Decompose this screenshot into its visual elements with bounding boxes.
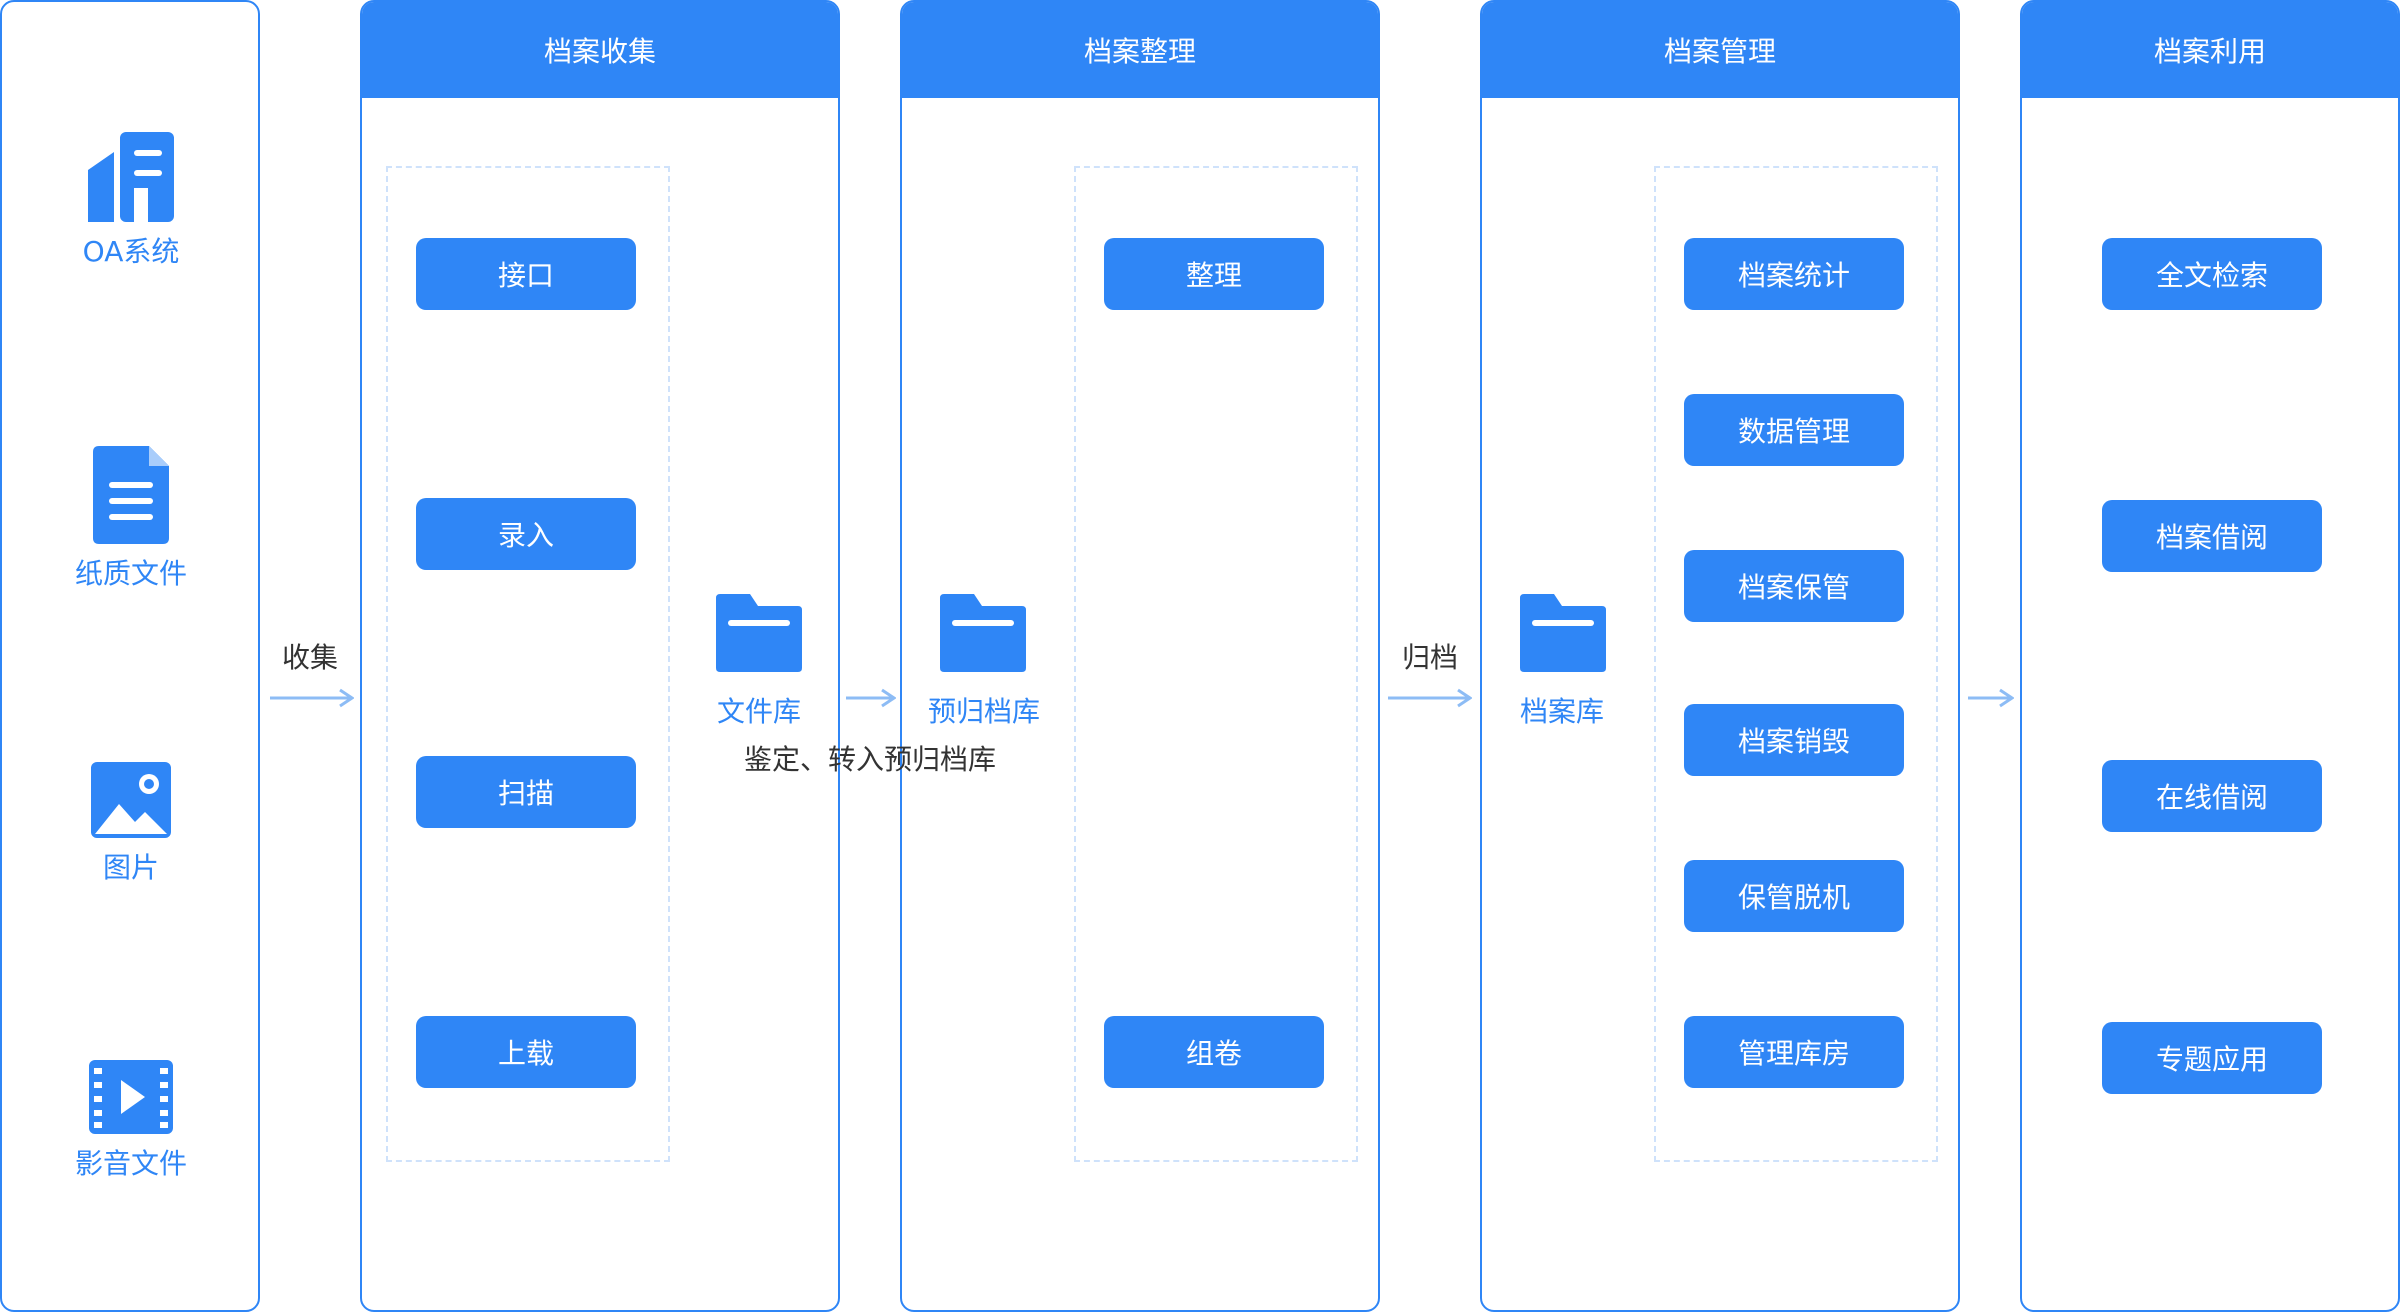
source-label: OA系统: [82, 235, 180, 268]
volume-button[interactable]: 组卷: [1104, 1016, 1324, 1088]
arrow-right-icon: [846, 688, 896, 708]
online-borrow-button[interactable]: 在线借阅: [2102, 760, 2322, 832]
source-oa[interactable]: OA系统: [2, 130, 260, 270]
source-paper[interactable]: 纸质文件: [2, 446, 260, 592]
upload-button[interactable]: 上载: [416, 1016, 636, 1088]
archive-label: 归档: [1402, 641, 1459, 674]
building-icon: [88, 132, 174, 222]
data-management-button[interactable]: 数据管理: [1684, 394, 1904, 466]
arrow-right-icon: [1388, 688, 1472, 708]
interface-button[interactable]: 接口: [416, 238, 636, 310]
manage-group: [1654, 166, 1938, 1162]
document-icon: [93, 446, 169, 544]
entry-button[interactable]: 录入: [416, 498, 636, 570]
collection-panel: 档案收集 接口 录入 扫描 上载 文件库: [360, 0, 840, 1312]
video-icon: [89, 1060, 173, 1134]
organize-button[interactable]: 整理: [1104, 238, 1324, 310]
organize-group: [1074, 166, 1358, 1162]
sources-panel: OA系统 纸质文件 图片: [0, 0, 260, 1312]
borrow-button[interactable]: 档案借阅: [2102, 500, 2322, 572]
folder-icon: [1520, 594, 1606, 672]
arrow-right-icon: [1968, 688, 2014, 708]
topic-application-button[interactable]: 专题应用: [2102, 1022, 2322, 1094]
storeroom-button[interactable]: 管理库房: [1684, 1016, 1904, 1088]
use-panel: 档案利用 全文检索 档案借阅 在线借阅 专题应用: [2020, 0, 2400, 1312]
archive-library-label: 档案库: [1519, 695, 1604, 728]
offline-custody-button[interactable]: 保管脱机: [1684, 860, 1904, 932]
manage-title: 档案管理: [1482, 2, 1958, 98]
statistics-button[interactable]: 档案统计: [1684, 238, 1904, 310]
source-label: 影音文件: [74, 1147, 187, 1180]
destroy-button[interactable]: 档案销毁: [1684, 704, 1904, 776]
source-label: 图片: [102, 851, 159, 884]
appraise-label: 鉴定、转入预归档库: [744, 743, 997, 776]
collection-group: [386, 166, 670, 1162]
source-image[interactable]: 图片: [2, 762, 260, 886]
source-label: 纸质文件: [74, 557, 187, 590]
organize-title: 档案整理: [902, 2, 1378, 98]
file-library-label: 文件库: [716, 695, 801, 728]
arrow-right-icon: [270, 688, 354, 708]
pre-archive-label: 预归档库: [927, 695, 1040, 728]
manage-panel: 档案管理 档案库 档案统计 数据管理 档案保管 档案销毁 保管脱机 管理库房: [1480, 0, 1960, 1312]
image-icon: [91, 762, 171, 838]
collect-label: 收集: [282, 641, 339, 674]
folder-icon: [940, 594, 1026, 672]
scan-button[interactable]: 扫描: [416, 756, 636, 828]
collection-title: 档案收集: [362, 2, 838, 98]
custody-button[interactable]: 档案保管: [1684, 550, 1904, 622]
source-video[interactable]: 影音文件: [2, 1060, 260, 1182]
folder-icon: [716, 594, 802, 672]
organize-panel: 档案整理 整理 组卷 预归档库: [900, 0, 1380, 1312]
use-title: 档案利用: [2022, 2, 2398, 98]
fulltext-search-button[interactable]: 全文检索: [2102, 238, 2322, 310]
